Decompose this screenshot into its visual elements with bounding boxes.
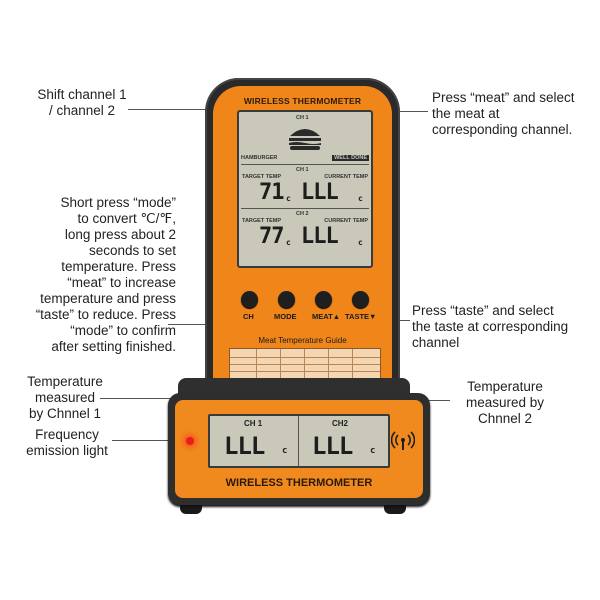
receiver-face: WIRELESS THERMOMETER CH 1 HAMBURGER WELL… <box>213 86 392 400</box>
annotation-meat: Press “meat” and select the meat at corr… <box>432 90 575 137</box>
guide-col-line <box>352 349 353 399</box>
meat-temperature-guide-title: Meat Temperature Guide <box>258 336 347 345</box>
base-unit-ch2: c <box>370 446 376 456</box>
annotation-shift-channel: Shift channel 1 / channel 2 <box>37 87 127 118</box>
base-lcd: CH 1 LLL c CH2 LLL c <box>208 414 390 468</box>
lcd-ch1-top: CH 1 <box>296 115 309 121</box>
lcd-unit-1a: c <box>286 194 291 203</box>
receiver-title: WIRELESS THERMOMETER <box>243 96 362 106</box>
leader-line-frequency-light <box>112 440 186 441</box>
meat-button-label: MEAT▲ <box>312 312 341 321</box>
guide-row-line <box>230 357 380 358</box>
ch-button[interactable] <box>241 291 258 308</box>
lcd-doneness: WELL DONE <box>332 155 369 161</box>
lcd-ch2-label: CH 2 <box>296 211 309 217</box>
annotation-taste: Press “taste” and select the taste at co… <box>412 303 569 350</box>
annotation-frequency-light: Frequency emission light <box>26 427 108 458</box>
meat-button[interactable] <box>315 291 332 308</box>
lcd-current-temp-2: LLL <box>301 224 339 249</box>
receiver-unit: WIRELESS THERMOMETER CH 1 HAMBURGER WELL… <box>205 78 400 408</box>
taste-button[interactable] <box>352 291 369 308</box>
lcd-current-label-1: CURRENT TEMP <box>324 174 368 180</box>
guide-row-line <box>230 371 380 372</box>
base-transmitter: CH 1 LLL c CH2 LLL c WIRELESS THERMOMETE… <box>168 393 430 505</box>
base-title: WIRELESS THERMOMETER <box>225 477 373 489</box>
lcd-target-temp-1: 71 <box>259 180 284 205</box>
led-light-icon <box>186 437 194 445</box>
guide-col-line <box>256 349 257 399</box>
guide-col-line <box>304 349 305 399</box>
receiver-lcd: CH 1 HAMBURGER WELL DONE CH 1 TARGET TEM… <box>237 110 373 268</box>
taste-button-label: TASTE▼ <box>345 312 377 321</box>
base-foot-right <box>384 505 406 514</box>
base-reading-ch1: LLL <box>224 432 265 460</box>
leader-line-shift-channel <box>128 109 240 110</box>
annotation-mode: Short press “mode” to convert ℃/℉, long … <box>35 195 176 354</box>
base-unit-ch1: c <box>282 446 288 456</box>
lcd-unit-1b: c <box>358 194 363 203</box>
ch-button-label: CH <box>243 312 254 321</box>
lcd-unit-2b: c <box>358 238 363 247</box>
lcd-target-label-1: TARGET TEMP <box>242 174 282 180</box>
lcd-divider-2 <box>241 208 369 209</box>
annotation-temp-ch1: Temperature measured by Chnnel 1 <box>27 374 103 421</box>
base-ch2-label: CH2 <box>332 419 349 428</box>
mode-button-label: MODE <box>274 312 297 321</box>
base-lcd-ch1-panel <box>210 416 299 466</box>
base-face: CH 1 LLL c CH2 LLL c WIRELESS THERMOMETE… <box>175 400 423 498</box>
annotation-temp-ch2: Temperature measured by Chnnel 2 <box>465 379 545 426</box>
guide-col-line <box>280 349 281 399</box>
lcd-current-label-2: CURRENT TEMP <box>324 218 368 224</box>
base-foot-left <box>180 505 202 514</box>
guide-col-line <box>328 349 329 399</box>
mode-button[interactable] <box>278 291 295 308</box>
lcd-divider-1 <box>241 164 369 165</box>
lcd-target-label-2: TARGET TEMP <box>242 218 282 224</box>
lcd-meat-name: HAMBURGER <box>241 155 278 161</box>
lcd-target-temp-2: 77 <box>259 224 284 249</box>
signal-icon <box>391 431 415 450</box>
base-reading-ch2: LLL <box>312 432 353 460</box>
lcd-current-temp-1: LLL <box>301 180 339 205</box>
guide-row-line <box>230 364 380 365</box>
hamburger-icon <box>289 129 321 150</box>
lcd-unit-2a: c <box>286 238 291 247</box>
base-ch1-label: CH 1 <box>244 419 263 428</box>
lcd-ch1-label: CH 1 <box>296 167 309 173</box>
